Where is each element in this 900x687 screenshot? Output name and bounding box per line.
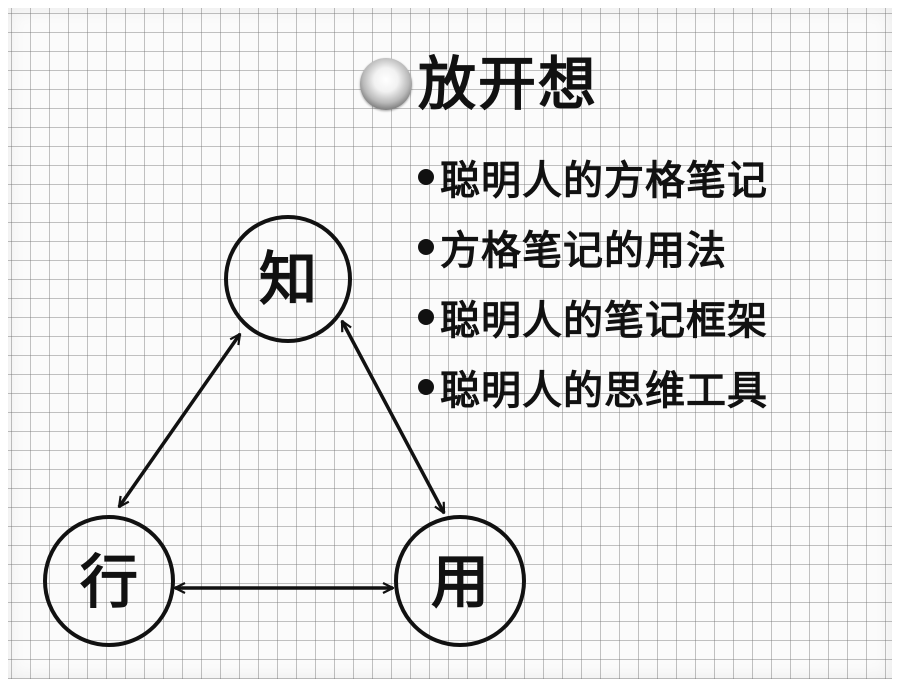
- bullet-list: 聪明人的方格笔记 方格笔记的用法 聪明人的笔记框架 聪明人的思维工具: [418, 142, 768, 422]
- edge-zhi-xing: [117, 334, 242, 507]
- list-item-text: 聪明人的方格笔记: [440, 158, 768, 204]
- edge-zhi-yong: [340, 321, 446, 513]
- node-xing-circle: [43, 515, 175, 647]
- node-xing: 行: [43, 515, 175, 647]
- node-zhi-circle: [224, 215, 352, 343]
- list-item: 聪明人的思维工具: [418, 352, 768, 422]
- bullet-dot-icon: [418, 239, 434, 255]
- triangle-diagram: 知 行 用: [43, 215, 526, 647]
- node-yong-label: 用: [431, 548, 489, 616]
- title-row: 放开想: [360, 44, 598, 124]
- grid-paper-background: 放开想 聪明人的方格笔记 方格笔记的用法 聪明人的笔记框架 聪明人的思维工具: [8, 8, 892, 679]
- node-yong-circle: [394, 515, 526, 647]
- gray-ball-icon: [360, 58, 412, 110]
- list-item-text: 聪明人的思维工具: [440, 368, 768, 414]
- node-zhi: 知: [224, 215, 352, 343]
- node-xing-label: 行: [80, 548, 138, 616]
- bullet-dot-icon: [418, 169, 434, 185]
- list-item: 聪明人的方格笔记: [418, 142, 768, 212]
- list-item-text: 方格笔记的用法: [440, 228, 727, 274]
- list-item: 方格笔记的用法: [418, 212, 768, 282]
- node-yong: 用: [394, 515, 526, 647]
- node-zhi-label: 知: [259, 245, 317, 313]
- list-item-text: 聪明人的笔记框架: [440, 298, 768, 344]
- list-item: 聪明人的笔记框架: [418, 282, 768, 352]
- page-title: 放开想: [418, 50, 599, 118]
